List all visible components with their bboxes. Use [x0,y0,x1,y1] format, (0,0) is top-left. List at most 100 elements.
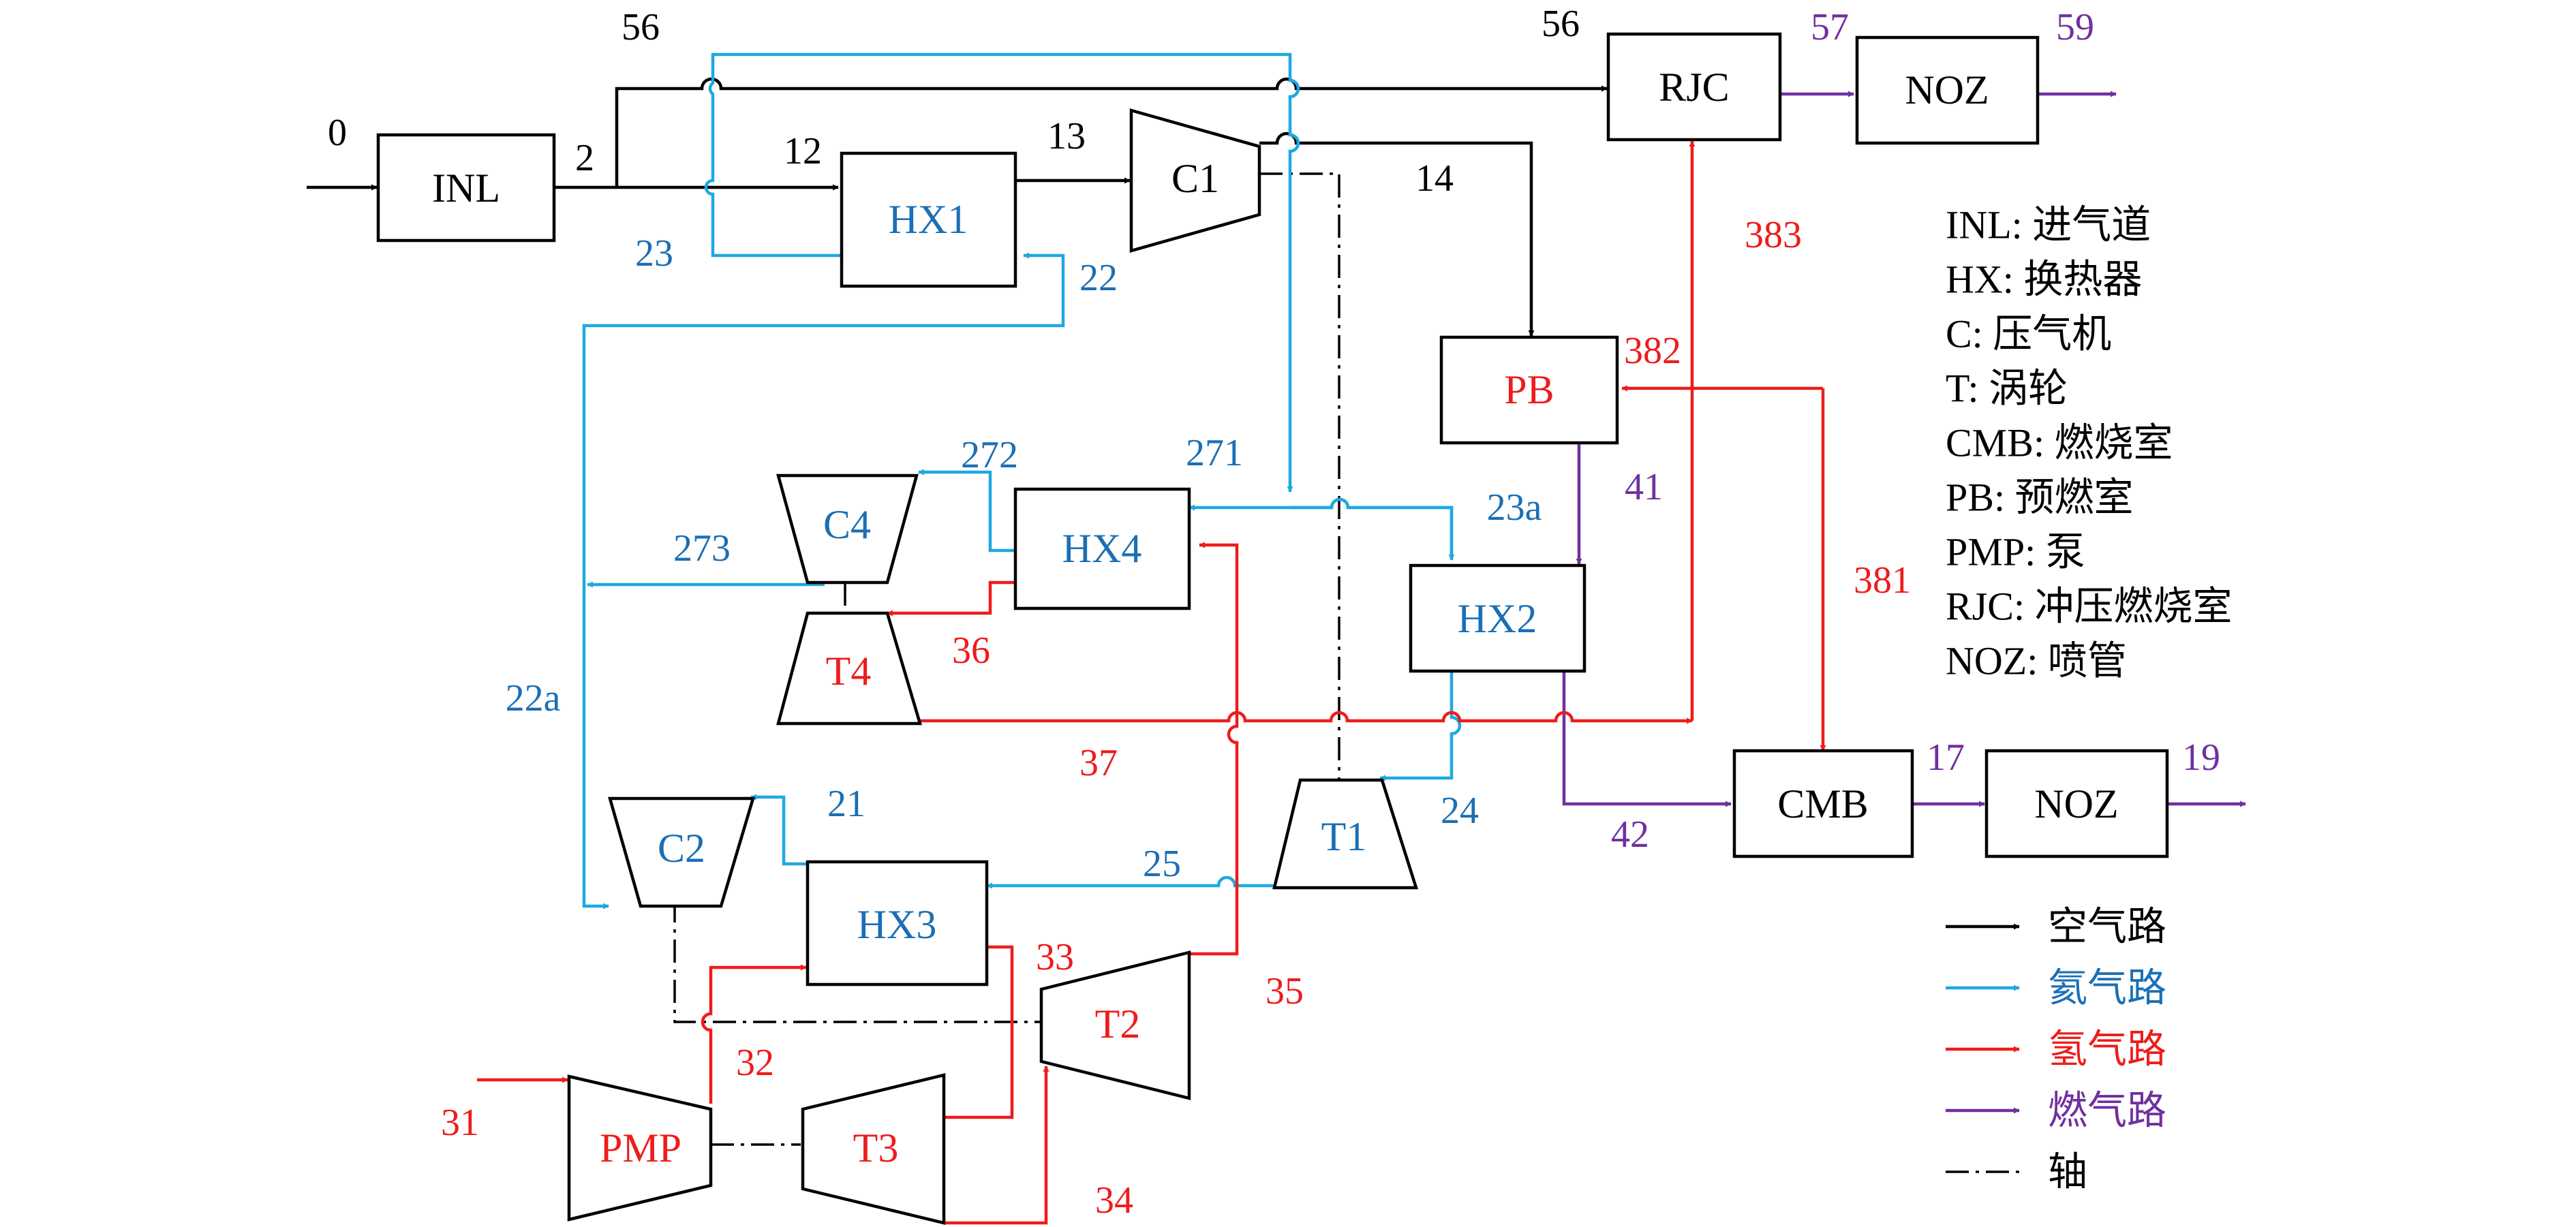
he-line-272 [918,469,1014,553]
hx2-box [1409,563,1586,673]
inl-box [376,133,556,243]
station-22a: 22a [506,677,561,719]
station-36: 36 [952,630,990,672]
t2-label: T2 [1095,1001,1141,1046]
station-33: 33 [1036,936,1074,978]
abbreviation-item: C: 压气机 [1946,312,2111,356]
station-14: 14 [1415,157,1454,200]
station-383: 383 [1745,214,1802,256]
turbine-2: T2 [1039,950,1191,1100]
he-line-24 [1379,671,1462,781]
rjc-box [1606,32,1782,142]
cmb-label: CMB [1777,781,1868,826]
t4-label: T4 [826,649,872,694]
preburner: PB [1439,335,1619,445]
t4-shape [776,611,923,726]
abbreviation-item: PMP: 泵 [1946,530,2085,574]
h2-line-32 [701,964,807,1104]
hx1-label: HX1 [889,197,968,242]
c2-label: C2 [658,826,705,871]
nozzle-top: NOZ [1855,35,2040,145]
rjc-label: RJC [1659,65,1729,110]
station-34: 34 [1095,1179,1133,1222]
abbreviation-list: INL: 进气道 HX: 换热器 C: 压气机 T: 涡轮 CMB: 燃烧室 P… [1946,203,2233,683]
noz-top-label: NOZ [1905,67,1989,112]
hx3-label: HX3 [857,902,937,947]
station-32: 32 [736,1042,774,1084]
hx3-box [806,860,989,987]
abbreviation-item: T: 涡轮 [1946,367,2068,411]
turbine-3: T3 [801,1073,946,1225]
nozzle-bottom: NOZ [1984,749,2169,858]
helium-path [582,52,1462,910]
station-12: 12 [784,130,822,172]
station-2: 2 [575,137,594,179]
pb-label: PB [1504,367,1554,412]
station-0: 0 [328,112,347,154]
station-381: 381 [1854,559,1911,602]
c1-shape [1129,108,1261,253]
inl-label: INL [432,166,500,211]
noz-bottom-box [1984,749,2169,858]
he-line-21 [750,794,810,866]
noz-top-box [1855,35,2040,145]
legend-label-air: 空气路 [2048,905,2166,949]
station-56-right: 56 [1542,3,1580,45]
station-272: 272 [961,434,1018,476]
t2-shape [1039,950,1191,1100]
c1-label: C1 [1171,156,1219,201]
station-19: 19 [2182,736,2220,779]
legend-label-hydrogen: 氢气路 [2048,1027,2166,1072]
station-13: 13 [1047,115,1086,157]
legend: 空气路 氦气路 氢气路 燃气路 轴 [1946,905,2166,1194]
station-382: 382 [1624,330,1681,372]
heat-exchanger-3: HX3 [806,860,989,987]
turbine-1: T1 [1272,778,1419,890]
t1-label: T1 [1321,814,1367,859]
t1-shape [1272,778,1419,890]
h2-line-34 [944,1066,1049,1225]
hx4-label: HX4 [1062,526,1142,571]
pb-box [1439,335,1619,445]
inlet: INL [376,133,556,243]
abbreviation-item: PB: 预燃室 [1946,476,2134,520]
pmp-label: PMP [600,1125,681,1170]
air-line-56 [615,77,1608,187]
t3-shape [801,1073,946,1225]
hx4-box [1013,487,1191,610]
station-37: 37 [1079,742,1118,784]
station-42: 42 [1611,813,1649,856]
gas-path [1562,91,2246,807]
legend-label-helium: 氦气路 [2048,966,2166,1010]
heat-exchanger-2: HX2 [1409,563,1586,673]
c4-shape [776,473,919,585]
compressor-2: C2 [608,796,756,908]
station-31: 31 [441,1102,479,1144]
shaft-c2-t2 [673,899,1041,1023]
shafts [673,172,1340,1146]
compressor-4: C4 [776,473,919,585]
he-line-25 [986,875,1274,889]
abbreviation-item: NOZ: 喷管 [1946,639,2127,683]
station-24: 24 [1441,790,1479,832]
h2-line-37 [920,711,1693,724]
heat-exchanger-1: HX1 [840,151,1017,288]
pmp-shape [567,1074,713,1222]
station-17: 17 [1927,736,1965,779]
hx2-label: HX2 [1458,596,1537,641]
station-23a: 23a [1487,486,1542,529]
c4-label: C4 [823,502,871,547]
pump: PMP [567,1074,713,1222]
c2-shape [608,796,756,908]
abbreviation-item: INL: 进气道 [1946,203,2151,247]
station-273: 273 [673,527,731,570]
noz-bottom-label: NOZ [2034,781,2118,826]
abbreviation-item: RJC: 冲压燃烧室 [1946,585,2233,629]
gas-line-42 [1562,671,1732,807]
legend-label-gas: 燃气路 [2048,1089,2166,1133]
he-line-22-arrow [1023,252,1065,279]
station-25: 25 [1143,843,1181,885]
station-57: 57 [1811,6,1849,48]
compressor-1: C1 [1129,108,1261,253]
